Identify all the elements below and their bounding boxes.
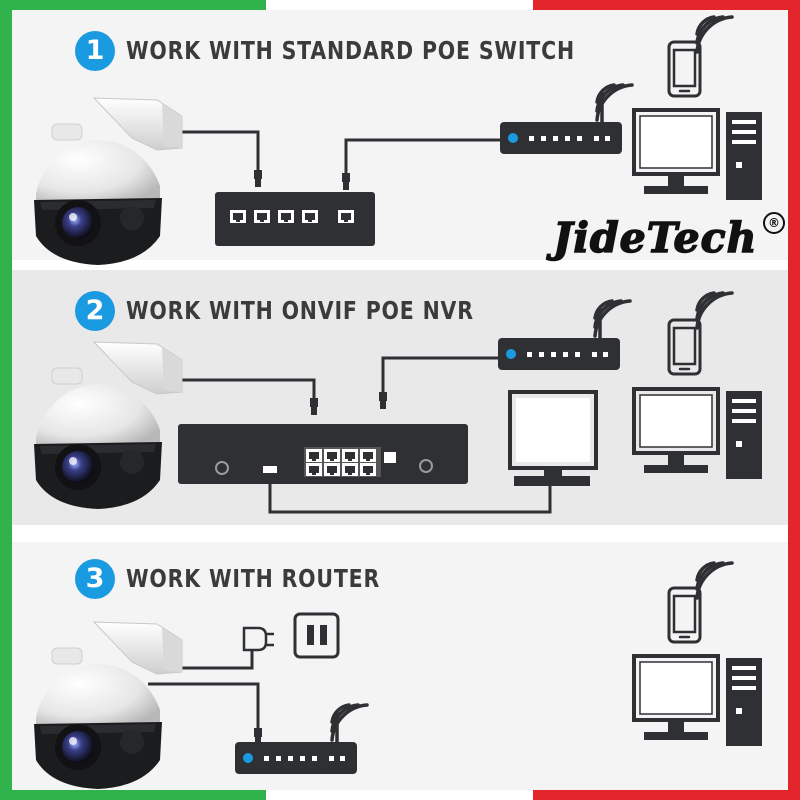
section-2-nvr-plug-left xyxy=(310,398,318,415)
section-3-wall-outlet-icon xyxy=(293,612,340,659)
section-3-cables xyxy=(148,648,260,732)
section-2-desktop-computer-icon xyxy=(632,387,764,481)
registered-trademark-icon: ® xyxy=(763,212,785,234)
section-3-title: WORK WITH ROUTER xyxy=(126,564,381,593)
section-1-number-badge: 1 xyxy=(75,31,115,71)
section-1-title: WORK WITH STANDARD POE SWITCH xyxy=(126,36,575,65)
border-right-red xyxy=(788,0,800,800)
border-left-green xyxy=(0,0,12,800)
section-2-ptz-camera-icon xyxy=(33,341,183,510)
section-1-ptz-camera-icon xyxy=(33,97,183,266)
section-1-switch-plug-right xyxy=(342,173,350,190)
border-bottom-left xyxy=(0,790,266,800)
brand-logo: JideTech xyxy=(552,213,758,263)
section-1-poe-switch-icon xyxy=(215,192,375,246)
section-1-cables xyxy=(148,130,502,175)
border-top-right xyxy=(533,0,800,10)
section-1-smartphone-icon xyxy=(667,15,734,98)
section-2-nvr-icon xyxy=(178,424,468,484)
section-1-desktop-computer-icon xyxy=(632,108,764,202)
section-2-cables xyxy=(148,356,552,514)
section-2-smartphone-icon xyxy=(667,291,734,376)
section-3-smartphone-icon xyxy=(667,561,734,644)
border-bottom-right xyxy=(533,790,800,800)
section-3-ptz-camera-icon xyxy=(33,621,183,790)
section-2-router-icon xyxy=(498,301,630,370)
section-2-nvr-plug-right xyxy=(379,392,387,409)
section-2-title: WORK WITH ONVIF POE NVR xyxy=(126,296,474,325)
section-1-switch-plug-left xyxy=(254,170,262,187)
section-2-number-badge: 2 xyxy=(75,291,115,331)
section-1-router-icon xyxy=(500,85,632,154)
section-2-monitor-icon xyxy=(508,390,598,486)
section-3-number-badge: 3 xyxy=(75,559,115,599)
section-3-desktop-computer-icon xyxy=(632,654,764,748)
border-top-left xyxy=(0,0,266,10)
section-3-router-icon xyxy=(235,705,367,774)
section-3-power-adapter-icon xyxy=(242,626,274,652)
